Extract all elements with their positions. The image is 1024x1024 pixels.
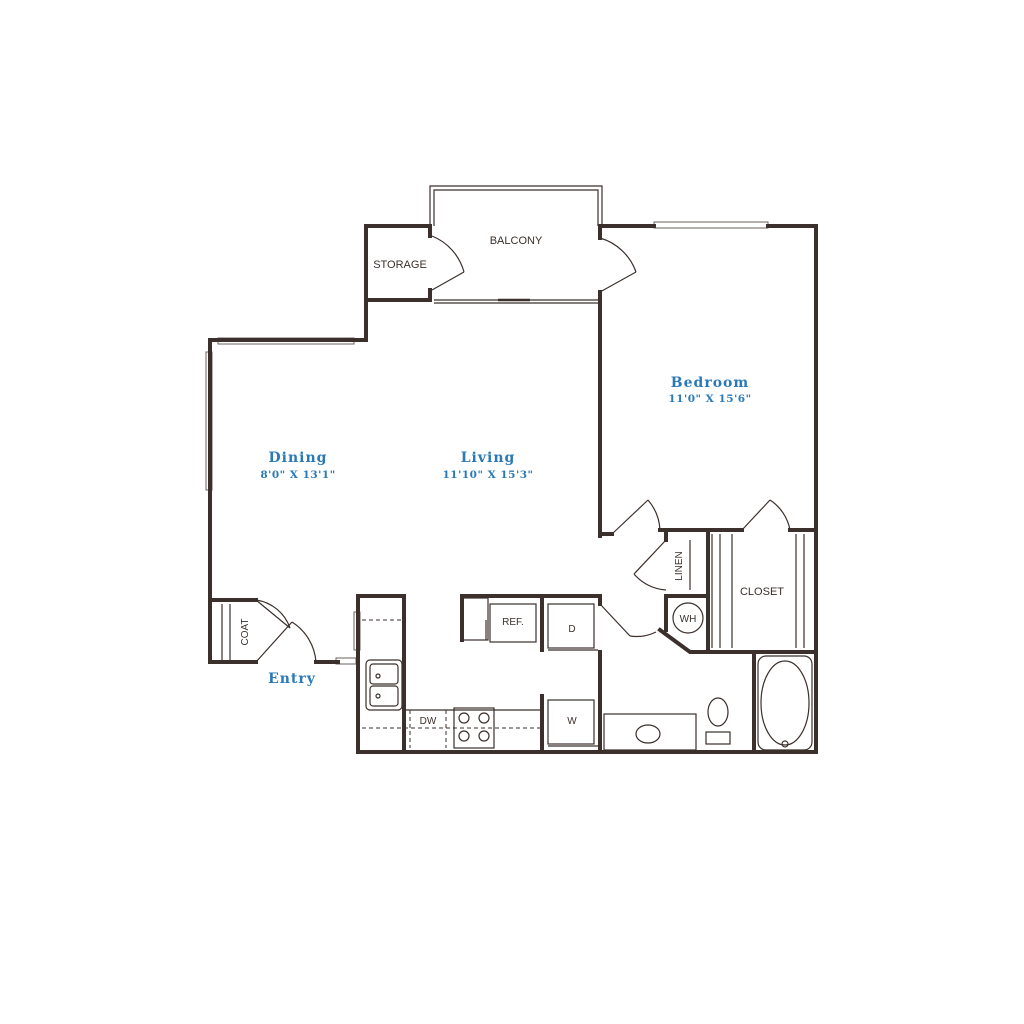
room-dims-bedroom: 11'0" X 15'6" xyxy=(668,393,751,405)
label-ref: REF. xyxy=(502,617,524,628)
kitchen-counters xyxy=(362,597,540,748)
label-coat: COAT xyxy=(240,618,251,645)
room-dims-dining: 8'0" X 13'1" xyxy=(260,469,335,481)
label-dishwasher: DW xyxy=(420,716,437,727)
label-linen: LINEN xyxy=(674,551,685,580)
label-wh: WH xyxy=(680,614,697,625)
room-label-bedroom: Bedroom xyxy=(671,375,749,391)
doors xyxy=(255,235,791,663)
room-label-living: Living xyxy=(461,450,516,466)
room-label-dining: Dining xyxy=(269,450,328,466)
label-balcony: BALCONY xyxy=(490,235,543,247)
kitchen-sink xyxy=(365,659,403,711)
room-dims-living: 11'10" X 15'3" xyxy=(443,469,534,481)
label-washer: W xyxy=(567,716,577,727)
range-burners xyxy=(453,707,495,749)
bathroom-fixtures xyxy=(603,655,813,751)
room-label-entry: Entry xyxy=(268,671,316,687)
closet-shelves xyxy=(221,534,805,660)
label-storage: STORAGE xyxy=(373,259,427,271)
laundry xyxy=(547,603,598,747)
walls xyxy=(208,224,818,754)
label-dryer: D xyxy=(568,624,575,635)
label-closet: CLOSET xyxy=(740,586,784,598)
balcony-railing xyxy=(429,185,603,226)
water-heater-icon xyxy=(672,602,704,634)
